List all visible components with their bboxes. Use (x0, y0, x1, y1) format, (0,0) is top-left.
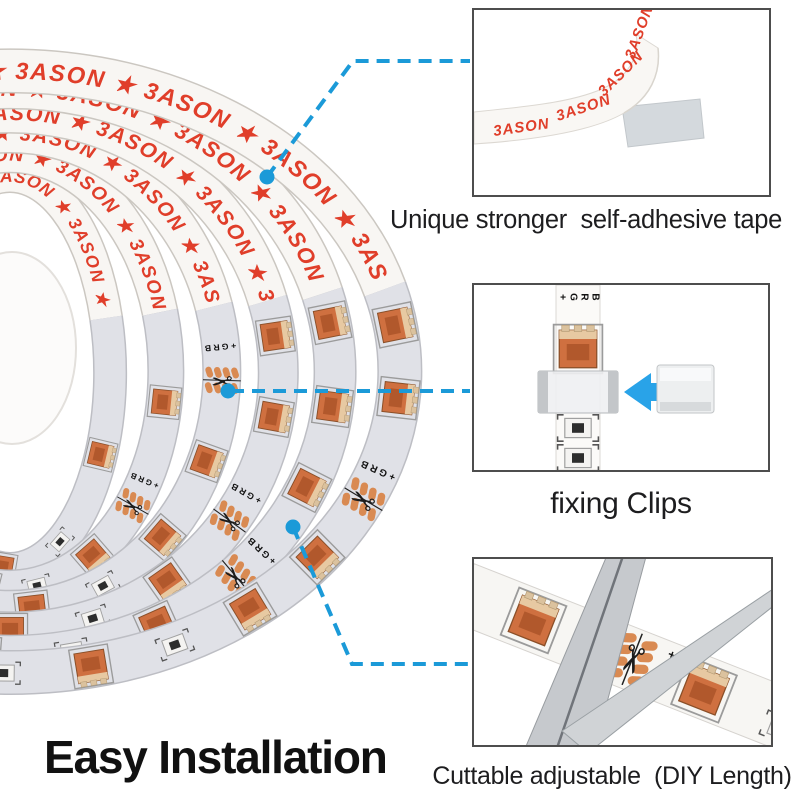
clip-image: + G R B (537, 285, 715, 470)
connector-dot-cut (285, 519, 301, 535)
connector-dot-clips (220, 383, 236, 399)
pin-label: G (568, 293, 579, 301)
tape-liner (621, 98, 705, 148)
headline: Easy Installation (44, 731, 388, 783)
connector-cut (291, 526, 470, 666)
tape-image: 3ASON 3ASON 3ASON 3ASON (474, 10, 705, 148)
callout-card-fixing-clips: + G R B (472, 283, 770, 472)
led-strip-coil: 3ASON ★ 3ASON ★ 3ASON ★ 3ASON ★ 3ASON ★ … (0, 0, 423, 695)
pin-label: R (579, 293, 590, 301)
scissors-image (474, 559, 771, 745)
callout-connectors (220, 59, 470, 666)
tape-callout-label: Unique stronger self-adhesive tape (389, 206, 783, 234)
tape-curl-edge (623, 47, 660, 114)
coil-core (0, 251, 77, 445)
connector-tape (265, 59, 470, 179)
clips-callout-label: fixing Clips (550, 487, 692, 520)
clip-flange (538, 371, 548, 413)
cut-callout-label: Cuttable adjustable (DIY Length) (432, 762, 792, 790)
pin-label: B (590, 293, 601, 300)
led-chip (552, 323, 604, 375)
spare-fixing-clip (656, 364, 715, 414)
scissors-icon (526, 559, 771, 745)
fixing-clip-mounted (537, 370, 619, 414)
callout-card-cuttable (472, 557, 773, 747)
connector-dot-tape (259, 169, 275, 185)
pin-label: + (557, 294, 568, 300)
callout-card-adhesive-tape: 3ASON 3ASON 3ASON 3ASON (472, 8, 771, 197)
clip-flange (608, 371, 618, 413)
